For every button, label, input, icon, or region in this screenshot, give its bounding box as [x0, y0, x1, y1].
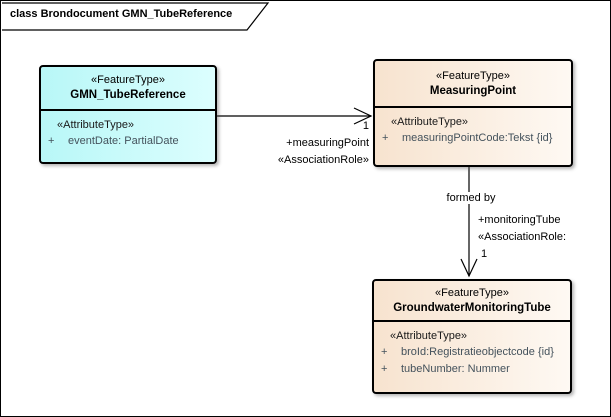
class-header: «FeatureType» GroundwaterMonitoringTube — [374, 281, 570, 322]
class-gmn-tubereference: «FeatureType» GMN_TubeReference «Attribu… — [39, 65, 217, 164]
open-arrowhead-measuringpoint — [353, 107, 373, 125]
attribute-visibility: + — [381, 346, 388, 358]
class-header: «FeatureType» MeasuringPoint — [375, 61, 571, 108]
class-attributes: «AttributeType» + measuringPointCode:Tek… — [375, 108, 571, 147]
frame-title-tab — [2, 2, 270, 31]
attribute-row: + measuringPointCode:Tekst {id} — [375, 130, 571, 147]
attribute-text: tubeNumber: Nummer — [401, 363, 510, 375]
class-name: GroundwaterMonitoringTube — [393, 301, 551, 314]
class-name: GMN_TubeReference — [70, 89, 186, 101]
target-role-stereotype: «AssociationRole» — [277, 154, 369, 166]
target-role: +measuringPoint — [286, 137, 369, 149]
attribute-text: broId:Registratieobjectcode {id} — [401, 346, 554, 358]
attribute-visibility: + — [48, 135, 55, 147]
attribute-text: eventDate: PartialDate — [68, 135, 179, 147]
association-name: formed by — [429, 192, 513, 204]
attribute-visibility: + — [382, 132, 389, 144]
attribute-stereotype: «AttributeType» — [390, 330, 468, 342]
class-groundwatermonitoringtube: «FeatureType» GroundwaterMonitoringTube … — [372, 279, 572, 394]
class-stereotype: «FeatureType» — [91, 74, 165, 86]
attribute-stereotype: «AttributeType» — [57, 119, 135, 131]
association-target-labels-measuringpoint: 1 +measuringPoint «AssociationRole» — [241, 118, 369, 169]
class-attributes: «AttributeType» + eventDate: PartialDate — [41, 111, 215, 150]
open-arrowhead-monitoringtube — [460, 258, 478, 278]
attribute-row: + eventDate: PartialDate — [41, 133, 215, 150]
target-multiplicity: 1 — [362, 120, 369, 132]
target-multiplicity: 1 — [481, 248, 488, 260]
attribute-text: measuringPointCode:Tekst {id} — [402, 132, 553, 144]
class-measuringpoint: «FeatureType» MeasuringPoint «AttributeT… — [373, 59, 573, 167]
attribute-visibility: + — [381, 363, 388, 375]
target-role: +monitoringTube — [478, 214, 561, 226]
class-header: «FeatureType» GMN_TubeReference — [41, 67, 215, 111]
class-stereotype: «FeatureType» — [436, 69, 510, 82]
class-name: MeasuringPoint — [429, 84, 517, 97]
target-role-stereotype: «AssociationRole: — [478, 231, 567, 243]
class-attributes: «AttributeType» + broId:Registratieobjec… — [374, 322, 570, 378]
class-stereotype: «FeatureType» — [435, 286, 509, 299]
attribute-stereotype: «AttributeType» — [391, 116, 469, 128]
attribute-row: + broId:Registratieobjectcode {id} — [374, 344, 570, 361]
attribute-row: + tubeNumber: Nummer — [374, 361, 570, 378]
frame-title: class Brondocument GMN_TubeReference — [10, 8, 233, 20]
